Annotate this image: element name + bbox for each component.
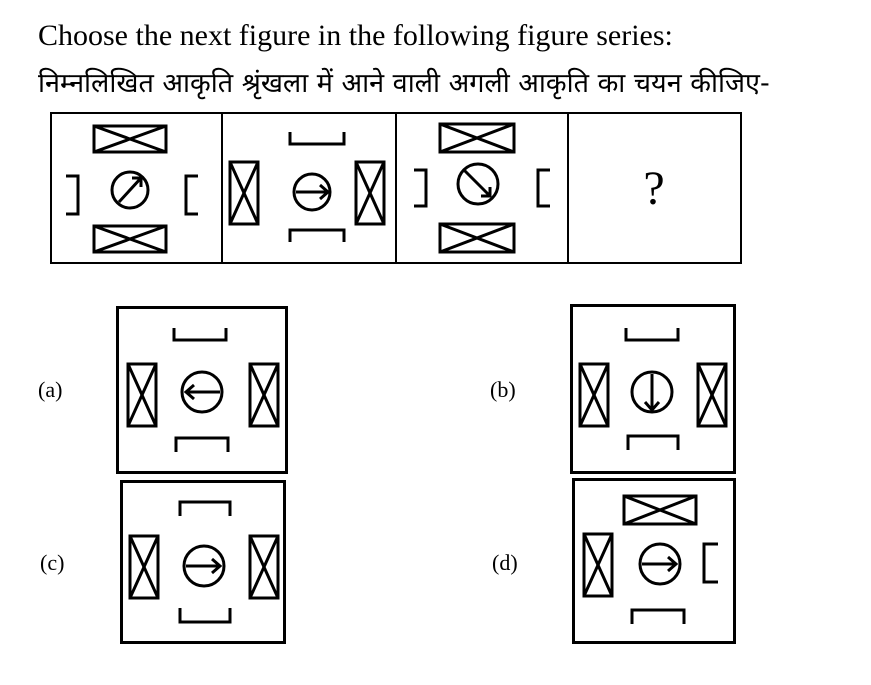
arrow-right-icon xyxy=(186,557,223,575)
clock-circle xyxy=(182,544,226,588)
hourglass-right xyxy=(696,362,728,428)
option-frame xyxy=(116,306,288,474)
hourglass-bottom xyxy=(438,222,516,254)
arrow-left-icon xyxy=(183,383,220,401)
hourglass-bottom xyxy=(92,224,168,254)
option-frame xyxy=(570,304,736,474)
hourglass-right xyxy=(248,362,280,428)
hourglass-right xyxy=(248,534,280,600)
hourglass-left xyxy=(582,532,614,598)
series-unknown: ? xyxy=(643,162,664,215)
question-hindi: निम्नलिखित आकृति श्रृंखला में आने वाली अ… xyxy=(38,68,770,99)
hourglass-top xyxy=(92,124,168,154)
series-figure-2 xyxy=(228,132,386,242)
option-frame xyxy=(572,478,736,644)
option-b-label: (b) xyxy=(490,377,516,402)
hourglass-right xyxy=(354,160,386,226)
hourglass-top xyxy=(622,494,698,526)
arrow-right-icon xyxy=(296,183,331,201)
hourglass-left xyxy=(228,160,260,226)
bracket-top xyxy=(288,132,346,146)
hourglass-left xyxy=(128,534,160,600)
hourglass-left xyxy=(126,362,158,428)
arrow-northeast-icon xyxy=(117,176,143,204)
bracket-bottom xyxy=(174,436,230,452)
bracket-top xyxy=(178,500,232,516)
question-english: Choose the next figure in the following … xyxy=(38,19,673,52)
clock-circle xyxy=(180,370,224,414)
arrow-down-icon xyxy=(643,374,661,413)
option-a-label: (a) xyxy=(38,377,63,402)
series-figure-1 xyxy=(66,124,198,254)
bracket-bottom xyxy=(630,608,686,624)
hourglass-top xyxy=(438,122,516,154)
clock-circle xyxy=(110,170,150,210)
series-frame xyxy=(50,112,742,264)
arrow-southeast-icon xyxy=(462,168,492,198)
option-d-label: (d) xyxy=(492,550,518,575)
clock-circle xyxy=(456,162,500,206)
option-frame xyxy=(120,480,286,644)
bracket-right xyxy=(536,168,550,208)
series-figure-3 xyxy=(414,122,550,254)
option-a-figure[interactable] xyxy=(116,306,288,474)
option-c-label: (c) xyxy=(40,550,65,575)
bracket-bottom xyxy=(626,434,680,450)
bracket-right xyxy=(702,542,718,584)
bracket-top xyxy=(172,328,228,342)
bracket-left xyxy=(66,174,80,216)
bracket-bottom xyxy=(178,608,232,624)
figure-series: ? xyxy=(50,112,742,264)
arrow-right-icon xyxy=(642,555,679,573)
bracket-top xyxy=(624,328,680,342)
bracket-bottom xyxy=(288,228,346,242)
option-c-figure[interactable] xyxy=(120,480,286,644)
option-d-figure[interactable] xyxy=(572,478,736,644)
hourglass-left xyxy=(578,362,610,428)
option-b-figure[interactable] xyxy=(570,304,736,474)
clock-circle xyxy=(638,542,682,586)
bracket-right xyxy=(184,174,198,216)
bracket-left xyxy=(414,168,428,208)
